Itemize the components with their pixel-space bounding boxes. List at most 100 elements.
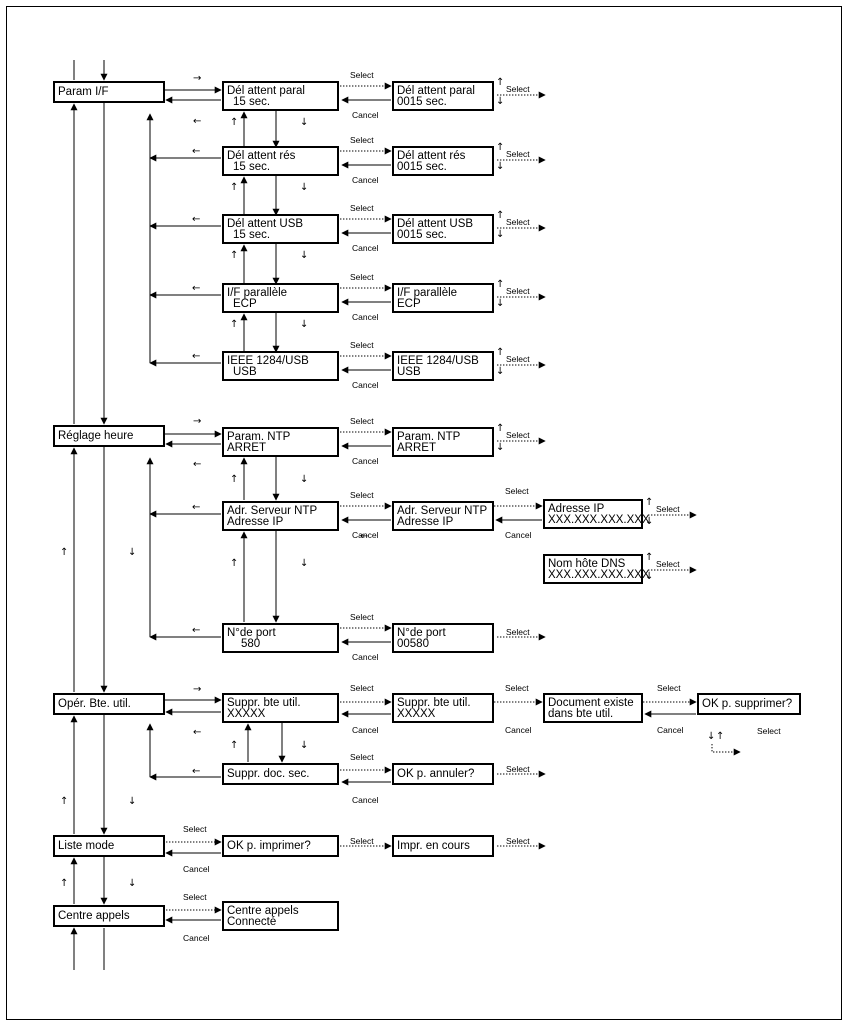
setting-suppr-doc[interactable] xyxy=(222,763,339,785)
left-arrow: ← xyxy=(192,351,200,362)
option-nom-hote-dns-line-2: XXX.XXX.XXX.XXX xyxy=(548,569,650,581)
select-label: Select xyxy=(350,683,374,693)
up-arrow: ↑ xyxy=(230,117,238,128)
down-arrow: ↓ xyxy=(645,571,653,582)
select-label: Select xyxy=(350,836,374,846)
select-label: Select xyxy=(183,824,207,834)
select-label: Select xyxy=(506,430,530,440)
select-label: Select xyxy=(506,354,530,364)
select-label: Select xyxy=(757,726,781,736)
box-ok-imprimer-label: OK p. imprimer? xyxy=(227,840,311,852)
menu-param-if-label: Param I/F xyxy=(58,86,108,98)
edit-if_parallele[interactable] xyxy=(392,283,494,313)
setting-if_parallele[interactable] xyxy=(222,283,339,313)
cancel-label: Cancel xyxy=(505,725,532,735)
box-document-existe-line-2: dans bte util. xyxy=(548,708,613,720)
setting-suppr-bte-line-2: XXXXX xyxy=(227,708,266,720)
cancel-label: Cancel xyxy=(352,725,379,735)
edit-ieee1284[interactable] xyxy=(392,351,494,381)
edit-adr_ntp-line-2: Adresse IP xyxy=(397,516,454,528)
edit-suppr-bte[interactable] xyxy=(392,693,494,723)
setting-suppr-bte[interactable] xyxy=(222,693,339,723)
select-label: Select xyxy=(506,149,530,159)
setting-del_paral[interactable] xyxy=(222,81,339,111)
up-arrow: ↑ xyxy=(230,319,238,330)
select-label: Select xyxy=(505,683,529,693)
edit-del_paral[interactable] xyxy=(392,81,494,111)
box-centre-connecte[interactable] xyxy=(222,901,339,931)
edit-port[interactable] xyxy=(392,623,494,653)
edit-param_ntp-line-1: Param. NTP xyxy=(397,431,461,443)
box-document-existe-line-1: Document existe xyxy=(548,697,634,709)
cancel-label: Cancel xyxy=(352,530,379,540)
setting-ieee1284[interactable] xyxy=(222,351,339,381)
edit-del_res[interactable] xyxy=(392,146,494,176)
box-impr-en-cours[interactable] xyxy=(392,835,494,857)
edit-param_ntp[interactable] xyxy=(392,427,494,457)
right-arrow: → xyxy=(193,73,201,84)
menu-reglage-heure-label: Réglage heure xyxy=(58,430,133,442)
up-arrow: ↑ xyxy=(716,731,724,742)
up-arrow: ↑ xyxy=(60,796,68,807)
select-label: Select xyxy=(656,504,680,514)
edit-ok-annuler[interactable] xyxy=(392,763,494,785)
left-arrow: ← xyxy=(193,116,201,127)
up-arrow: ↑ xyxy=(230,182,238,193)
cancel-label: Cancel xyxy=(352,175,379,185)
down-arrow: ↓ xyxy=(128,878,136,889)
setting-param_ntp[interactable] xyxy=(222,427,339,457)
select-label: Select xyxy=(350,416,374,426)
menu-oper-bte-util[interactable] xyxy=(53,693,165,715)
cancel-label: Cancel xyxy=(352,243,379,253)
option-adresse-ip[interactable] xyxy=(543,499,643,529)
up-arrow: ↑ xyxy=(230,474,238,485)
right-arrow: → xyxy=(193,684,201,695)
cancel-label: Cancel xyxy=(657,725,684,735)
left-arrow: ← xyxy=(193,459,201,470)
setting-del_paral-line-2: 15 sec. xyxy=(233,96,270,108)
down-arrow: ↓ xyxy=(300,740,308,751)
edit-ieee1284-line-2: USB xyxy=(397,366,421,378)
option-nom-hote-dns[interactable] xyxy=(543,554,643,584)
down-arrow: ↓ xyxy=(496,298,504,309)
box-ok-supprimer[interactable] xyxy=(697,693,801,715)
down-arrow: ↓ xyxy=(496,442,504,453)
edit-ieee1284-line-1: IEEE 1284/USB xyxy=(397,355,479,367)
left-arrow: ← xyxy=(192,146,200,157)
setting-param_ntp-line-2: ARRET xyxy=(227,442,266,454)
select-label: Select xyxy=(350,612,374,622)
edit-del_usb[interactable] xyxy=(392,214,494,244)
setting-if_parallele-line-2: ECP xyxy=(233,298,257,310)
edit-suppr-bte-line-2: XXXXX xyxy=(397,708,436,720)
menu-centre-appels[interactable] xyxy=(53,905,165,927)
edit-param_ntp-line-2: ARRET xyxy=(397,442,436,454)
setting-port-line-1: N°de port xyxy=(227,627,277,639)
right-arrow: → xyxy=(193,416,201,427)
select-label: Select xyxy=(350,135,374,145)
menu-param-if[interactable] xyxy=(53,81,165,103)
box-document-existe[interactable] xyxy=(543,693,643,723)
edit-if_parallele-line-2: ECP xyxy=(397,298,421,310)
menu-liste-mode[interactable] xyxy=(53,835,165,857)
edit-adr_ntp[interactable] xyxy=(392,501,494,531)
up-arrow: ↑ xyxy=(496,77,504,88)
down-arrow: ↓ xyxy=(300,474,308,485)
setting-port[interactable] xyxy=(222,623,339,653)
up-arrow: ↑ xyxy=(230,250,238,261)
select-label: Select xyxy=(350,752,374,762)
diagram-frame xyxy=(6,6,842,1020)
setting-del_usb-line-2: 15 sec. xyxy=(233,229,270,241)
box-ok-imprimer[interactable] xyxy=(222,835,339,857)
edit-if_parallele-line-1: I/F parallèle xyxy=(397,287,457,299)
setting-del_usb-line-1: Dél attent USB xyxy=(227,218,303,230)
setting-adr_ntp[interactable] xyxy=(222,501,339,531)
select-label: Select xyxy=(350,272,374,282)
up-arrow: ↑ xyxy=(645,497,653,508)
cancel-label: Cancel xyxy=(352,380,379,390)
box-ok-supprimer-label: OK p. supprimer? xyxy=(702,698,792,710)
setting-del_res[interactable] xyxy=(222,146,339,176)
edit-del_res-line-2: 0015 sec. xyxy=(397,161,447,173)
setting-del_usb[interactable] xyxy=(222,214,339,244)
menu-reglage-heure[interactable] xyxy=(53,425,165,447)
setting-adr_ntp-line-2: Adresse IP xyxy=(227,516,284,528)
